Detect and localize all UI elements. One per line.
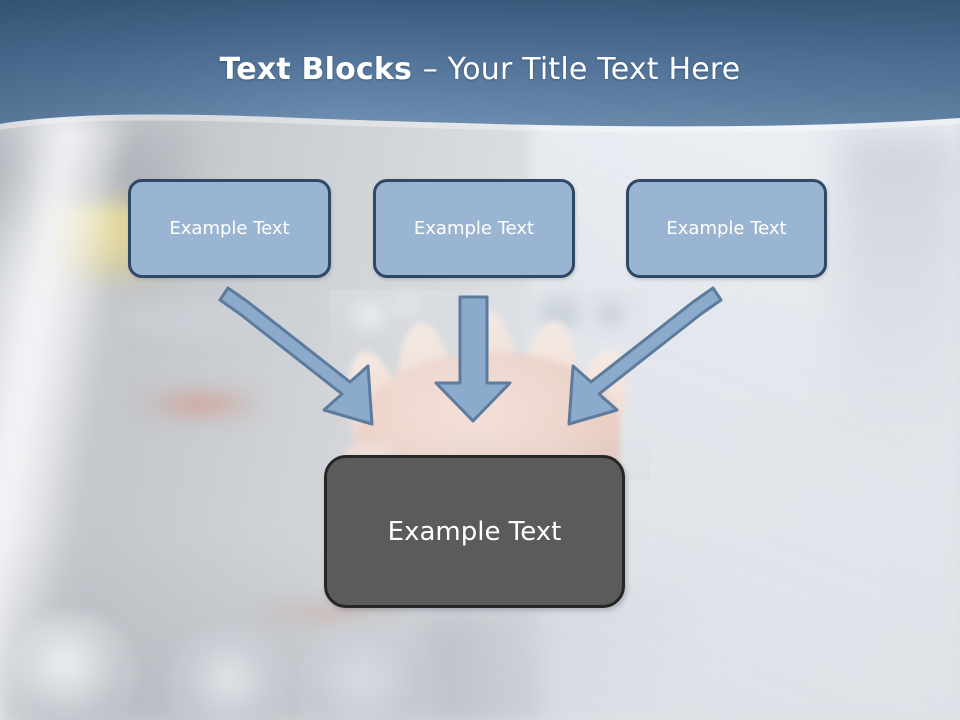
text-block-2[interactable]: Example Text (373, 179, 575, 278)
background-bokeh-b (392, 292, 418, 316)
background-gauge (300, 620, 434, 720)
page-title-bold: Text Blocks (219, 52, 423, 87)
background-red-glow (140, 386, 260, 422)
page-title: Text Blocks – Your Title Text Here (0, 51, 960, 89)
background-bokeh-f (120, 300, 300, 340)
background-right-shadow (840, 130, 960, 460)
slide-header-band (0, 0, 960, 140)
text-block-1[interactable]: Example Text (128, 179, 331, 278)
text-block-1-label: Example Text (169, 218, 290, 239)
background-gauge (10, 614, 132, 720)
background-gauge (172, 628, 286, 720)
result-text-block-label: Example Text (387, 516, 562, 547)
background-hand-fade (330, 290, 650, 480)
text-block-3[interactable]: Example Text (626, 179, 827, 278)
text-block-3-label: Example Text (666, 218, 787, 239)
result-text-block[interactable]: Example Text (324, 455, 625, 608)
page-title-rest: – Your Title Text Here (422, 52, 741, 87)
text-block-2-label: Example Text (413, 218, 535, 239)
